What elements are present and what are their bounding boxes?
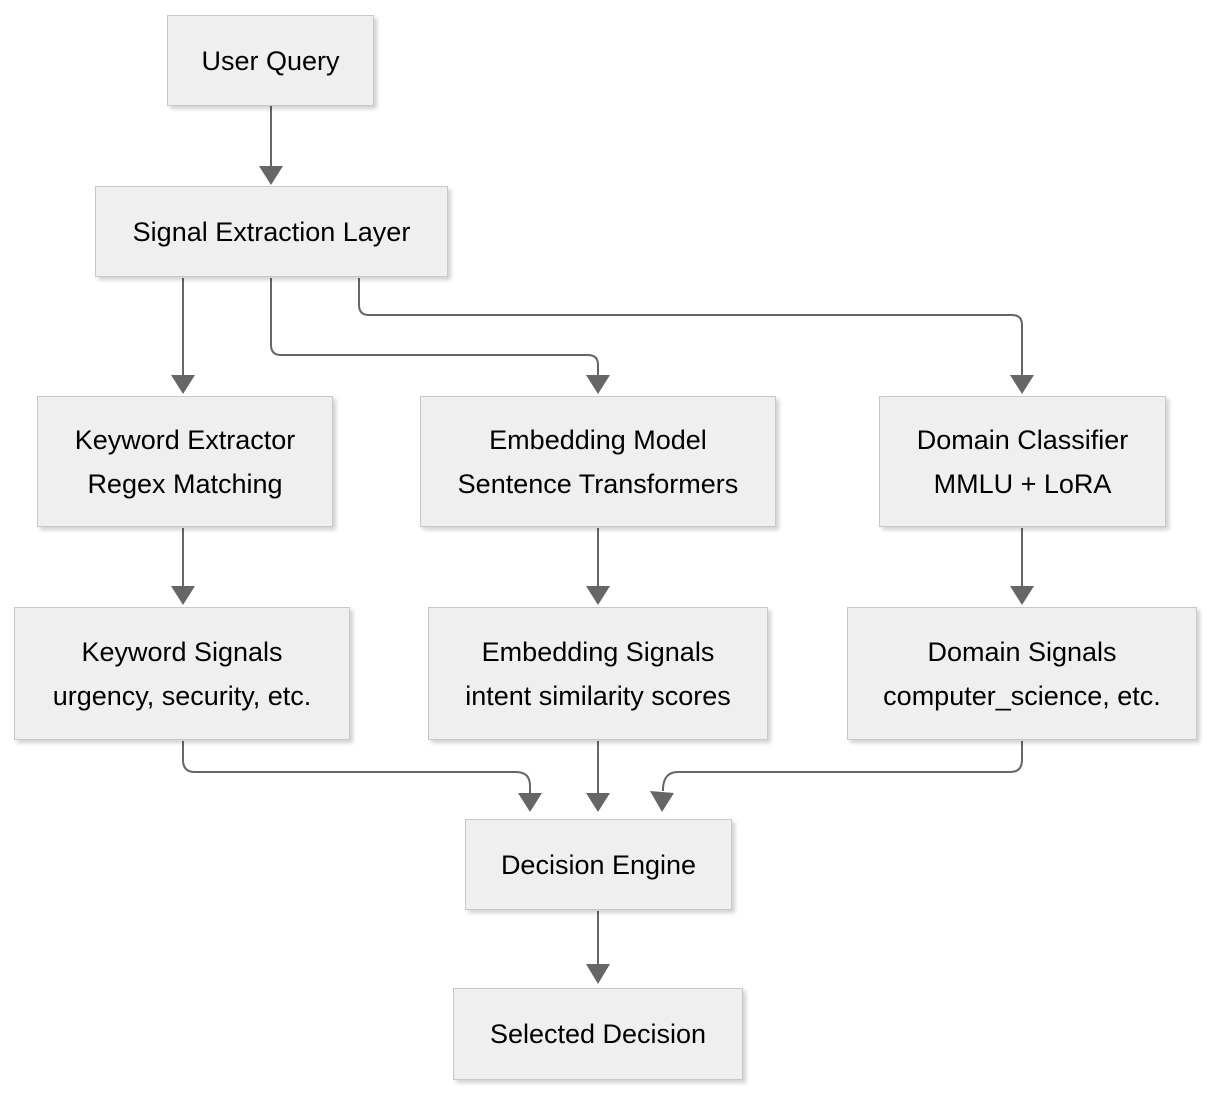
arrowhead-icon xyxy=(171,586,195,605)
arrowhead-icon xyxy=(171,375,195,394)
edge-line xyxy=(358,278,1023,377)
node-user-query: User Query xyxy=(167,15,374,106)
arrowhead-icon xyxy=(518,793,542,812)
node-selected-decision: Selected Decision xyxy=(453,988,743,1080)
node-label: Domain Classifier xyxy=(916,424,1129,455)
node-sublabel: urgency, security, etc. xyxy=(52,680,312,711)
edge-keyword-signals-to-decision-engine xyxy=(182,741,542,812)
node-sublabel: intent similarity scores xyxy=(465,680,731,711)
node-keyword-signals: Keyword Signals urgency, security, etc. xyxy=(14,607,350,740)
edge-decision-engine-to-selected-decision xyxy=(586,911,610,984)
node-label: Embedding Model xyxy=(489,424,707,455)
node-embedding-signals: Embedding Signals intent similarity scor… xyxy=(428,607,768,740)
edge-domain-classifier-to-domain-signals xyxy=(1010,528,1034,605)
edge-signal-extraction-layer-to-embedding-model xyxy=(270,278,610,394)
arrowhead-icon xyxy=(650,791,674,812)
node-label: Keyword Extractor xyxy=(74,424,296,455)
edge-user-query-to-signal-extraction-layer xyxy=(259,106,283,185)
node-label: Signal Extraction Layer xyxy=(132,216,411,247)
arrowhead-icon xyxy=(586,375,610,394)
node-label: Decision Engine xyxy=(500,849,697,880)
node-sublabel: Sentence Transformers xyxy=(457,468,739,499)
edge-embedding-signals-to-decision-engine xyxy=(586,741,610,812)
node-embedding-model: Embedding Model Sentence Transformers xyxy=(420,396,776,527)
node-signal-extraction-layer: Signal Extraction Layer xyxy=(95,186,448,277)
arrowhead-icon xyxy=(586,964,610,984)
arrowhead-icon xyxy=(586,793,610,812)
arrowhead-icon xyxy=(586,586,610,605)
node-sublabel: computer_science, etc. xyxy=(883,680,1161,711)
edge-line xyxy=(182,741,531,793)
node-label: User Query xyxy=(201,45,340,76)
node-keyword-extractor: Keyword Extractor Regex Matching xyxy=(37,396,333,527)
node-label: Keyword Signals xyxy=(81,636,283,667)
arrowhead-icon xyxy=(259,166,283,185)
arrowhead-icon xyxy=(1010,586,1034,605)
node-domain-classifier: Domain Classifier MMLU + LoRA xyxy=(879,396,1166,527)
edge-domain-signals-to-decision-engine xyxy=(650,741,1023,812)
node-sublabel: MMLU + LoRA xyxy=(933,468,1112,499)
edge-keyword-extractor-to-keyword-signals xyxy=(171,528,195,605)
edge-signal-extraction-layer-to-keyword-extractor xyxy=(171,278,195,394)
edge-line xyxy=(662,741,1023,791)
node-label: Domain Signals xyxy=(927,636,1117,667)
edge-signal-extraction-layer-to-domain-classifier xyxy=(358,278,1034,394)
node-sublabel: Regex Matching xyxy=(87,468,283,499)
node-domain-signals: Domain Signals computer_science, etc. xyxy=(847,607,1197,740)
edge-line xyxy=(270,278,599,377)
node-decision-engine: Decision Engine xyxy=(465,819,732,910)
node-label: Selected Decision xyxy=(489,1019,707,1049)
arrowhead-icon xyxy=(1010,375,1034,394)
node-label: Embedding Signals xyxy=(481,636,715,667)
edge-embedding-model-to-embedding-signals xyxy=(586,528,610,605)
